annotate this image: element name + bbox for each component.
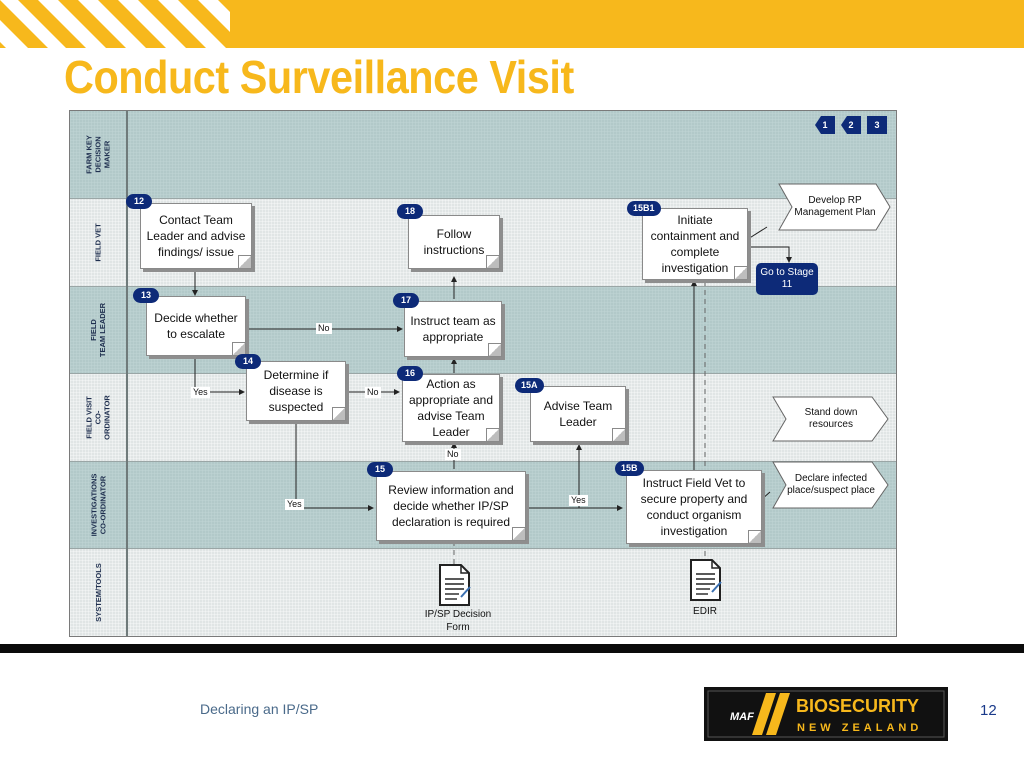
lane-divider — [70, 198, 896, 199]
lane-band-farm — [70, 111, 896, 198]
document-icon — [690, 559, 722, 601]
biosecurity-logo: MAF BIOSECURITY NEW ZEALAND — [704, 687, 948, 741]
step-15b-badge: 15B — [615, 461, 644, 476]
lane-divider — [70, 373, 896, 374]
step-14-badge: 14 — [235, 354, 261, 369]
terminal-develop-rp-plan: Develop RP Management Plan — [778, 183, 892, 231]
document-icon — [439, 564, 471, 606]
no-label-declaration: No — [445, 449, 461, 460]
page-number: 12 — [980, 702, 997, 719]
svg-text:BIOSECURITY: BIOSECURITY — [796, 696, 919, 716]
top-stripe-bar — [0, 0, 1024, 48]
no-label-disease: No — [365, 387, 381, 398]
yes-label-disease: Yes — [285, 499, 304, 510]
step-12-box: Contact Team Leader and advise findings/… — [140, 203, 252, 269]
ipsp-decision-form-label: IP/SP Decision Form — [424, 609, 492, 633]
step-18-badge: 18 — [397, 204, 423, 219]
yes-label-declaration: Yes — [569, 495, 588, 506]
nav-button-3[interactable]: 3 — [867, 116, 887, 134]
step-15-box: Review information and decide whether IP… — [376, 471, 526, 541]
step-15b1-box: Initiate containment and complete invest… — [642, 208, 748, 280]
step-15a-badge: 15A — [515, 378, 544, 393]
footer-bar — [0, 644, 1024, 653]
step-18-box: Follow instructions — [408, 215, 500, 269]
step-13-box: Decide whether to escalate — [146, 296, 246, 356]
terminal-declare-ip-sp: Declare infected place/suspect place — [772, 461, 890, 509]
step-13-badge: 13 — [133, 288, 159, 303]
yes-label-escalate: Yes — [191, 387, 210, 398]
lane-divider — [70, 286, 896, 287]
step-16-badge: 16 — [397, 366, 423, 381]
goto-stage-11[interactable]: Go to Stage 11 — [756, 263, 818, 295]
step-16-box: Action as appropriate and advise Team Le… — [402, 374, 500, 442]
lane-label-column: FARM KEY DECISION MAKER FIELD VET FIELD … — [70, 111, 128, 636]
nav-button-2[interactable]: 2 — [841, 116, 861, 134]
step-15a-box: Advise Team Leader — [530, 386, 626, 442]
step-17-badge: 17 — [393, 293, 419, 308]
step-15b-box: Instruct Field Vet to secure property an… — [626, 470, 762, 544]
step-12-badge: 12 — [126, 194, 152, 209]
lane-band-tools — [70, 548, 896, 636]
step-17-box: Instruct team as appropriate — [404, 301, 502, 357]
svg-text:NEW ZEALAND: NEW ZEALAND — [797, 722, 922, 734]
lane-divider — [70, 548, 896, 549]
page-title: Conduct Surveillance Visit — [64, 51, 574, 103]
nav-button-1[interactable]: 1 — [815, 116, 835, 134]
footer-text: Declaring an IP/SP — [200, 701, 319, 717]
step-14-box: Determine if disease is suspected — [246, 361, 346, 421]
process-diagram: FARM KEY DECISION MAKER FIELD VET FIELD … — [69, 110, 897, 637]
step-15b1-badge: 15B1 — [627, 201, 661, 216]
svg-text:MAF: MAF — [730, 711, 754, 723]
terminal-stand-down: Stand down resources — [772, 396, 890, 442]
lane-divider — [70, 461, 896, 462]
no-label-escalate: No — [316, 323, 332, 334]
step-15-badge: 15 — [367, 462, 393, 477]
edir-label: EDIR — [693, 606, 717, 617]
